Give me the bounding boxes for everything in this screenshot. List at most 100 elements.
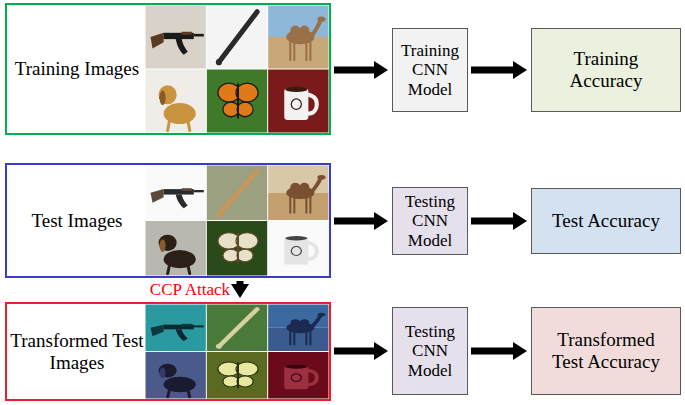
camel-hump bbox=[299, 319, 309, 327]
mug-body bbox=[284, 88, 308, 119]
camel-neck bbox=[312, 20, 320, 35]
box-label: Test Accuracy bbox=[552, 210, 660, 232]
process-box: Training CNN Model bbox=[392, 28, 468, 112]
arrow-connector bbox=[471, 67, 514, 74]
photo-dog bbox=[146, 221, 206, 276]
photo-dog bbox=[146, 70, 206, 133]
rifle-handguard bbox=[182, 188, 192, 191]
dog-ear bbox=[160, 91, 166, 106]
photo-dog bbox=[146, 352, 206, 399]
camel-leg bbox=[289, 332, 291, 345]
rifle-barrel bbox=[194, 34, 204, 37]
rifle-body bbox=[164, 325, 194, 330]
photo-camel bbox=[268, 305, 328, 352]
photo-camel bbox=[268, 166, 328, 221]
rifle-stock bbox=[151, 33, 164, 49]
mug-logo bbox=[291, 246, 301, 255]
butterfly-wing bbox=[237, 102, 253, 117]
photo-mug bbox=[268, 70, 328, 133]
camel-hump bbox=[290, 25, 300, 35]
photo-background bbox=[146, 70, 206, 133]
box-label: Testing CNN Model bbox=[395, 192, 465, 251]
photo-butterfly bbox=[207, 352, 267, 399]
photo-sky bbox=[268, 305, 328, 328]
arrow-connector bbox=[334, 217, 375, 224]
rifle-handguard bbox=[182, 324, 192, 326]
dog-leg bbox=[168, 389, 190, 397]
camel-hump bbox=[299, 25, 309, 35]
butterfly-wing bbox=[236, 233, 258, 249]
box-label: Testing CNN Model bbox=[395, 322, 465, 381]
camel-hump bbox=[290, 319, 300, 327]
rifle-body bbox=[164, 189, 194, 194]
bat-shaft bbox=[219, 171, 257, 215]
butterfly-body bbox=[237, 363, 239, 388]
dog-nose bbox=[159, 372, 162, 374]
dog-ear bbox=[160, 239, 166, 252]
butterfly-wing bbox=[237, 249, 253, 262]
photo-background bbox=[207, 6, 267, 69]
photo-rifle bbox=[146, 6, 206, 69]
image-set-label: Transformed Test Images bbox=[9, 330, 145, 374]
butterfly-wing bbox=[236, 362, 258, 376]
camel-leg bbox=[305, 332, 307, 345]
photo-rifle bbox=[146, 166, 206, 221]
camel-leg bbox=[309, 332, 311, 345]
camel-leg bbox=[309, 42, 311, 60]
camel-leg bbox=[293, 332, 295, 345]
bat-shaft bbox=[219, 12, 257, 62]
camel-leg bbox=[305, 197, 307, 212]
arrow-connector bbox=[471, 218, 514, 225]
rifle-magazine bbox=[176, 195, 188, 209]
bat-knob bbox=[216, 212, 222, 217]
dog-leg bbox=[168, 120, 190, 131]
butterfly-wing bbox=[236, 83, 258, 102]
process-box: Testing CNN Model bbox=[392, 187, 468, 256]
rifle-stock bbox=[151, 189, 164, 203]
mug-logo bbox=[291, 374, 301, 382]
photo-background bbox=[268, 221, 328, 276]
photo-bat bbox=[207, 305, 267, 352]
camel-head bbox=[317, 313, 325, 317]
box-label: Training CNN Model bbox=[395, 41, 465, 100]
image-set-box: Transformed Test Images bbox=[5, 302, 331, 401]
dog-head bbox=[159, 235, 177, 251]
camel-head bbox=[317, 17, 325, 22]
mug-handle bbox=[308, 371, 316, 385]
box-label: Training Accuracy bbox=[551, 48, 661, 92]
process-box: Training Accuracy bbox=[531, 28, 681, 112]
photo-background bbox=[207, 221, 267, 276]
rifle-magazine bbox=[176, 329, 188, 341]
rifle-barrel bbox=[194, 190, 204, 192]
butterfly-wing bbox=[237, 376, 253, 387]
photo-background bbox=[207, 352, 267, 399]
photo-bat bbox=[207, 6, 267, 69]
mug-handle bbox=[308, 243, 316, 259]
arrow-connector bbox=[334, 348, 375, 355]
image-set-box: Test Images bbox=[5, 163, 331, 278]
rifle-magazine bbox=[176, 39, 188, 55]
rifle-barrel bbox=[194, 325, 204, 327]
arrow-connector bbox=[237, 281, 244, 285]
camel-hump bbox=[290, 183, 300, 192]
photo-background bbox=[146, 305, 206, 352]
mug-body bbox=[284, 237, 308, 264]
arrow-connector bbox=[334, 67, 375, 74]
photo-butterfly bbox=[207, 70, 267, 133]
photo-background bbox=[146, 6, 206, 69]
dog-leg bbox=[168, 265, 190, 274]
photo-butterfly bbox=[207, 221, 267, 276]
image-set-label: Training Images bbox=[9, 58, 145, 80]
process-box: Transformed Test Accuracy bbox=[531, 307, 681, 395]
photo-camel bbox=[268, 6, 328, 69]
mug-handle bbox=[308, 95, 316, 114]
camel-leg bbox=[289, 42, 291, 60]
bat-knob bbox=[216, 59, 222, 65]
camel-neck bbox=[312, 315, 320, 326]
mug-coffee bbox=[285, 87, 307, 92]
mug-logo bbox=[291, 99, 301, 110]
photo-mug bbox=[268, 352, 328, 399]
photo-rifle bbox=[146, 305, 206, 352]
dog-nose bbox=[159, 244, 162, 247]
